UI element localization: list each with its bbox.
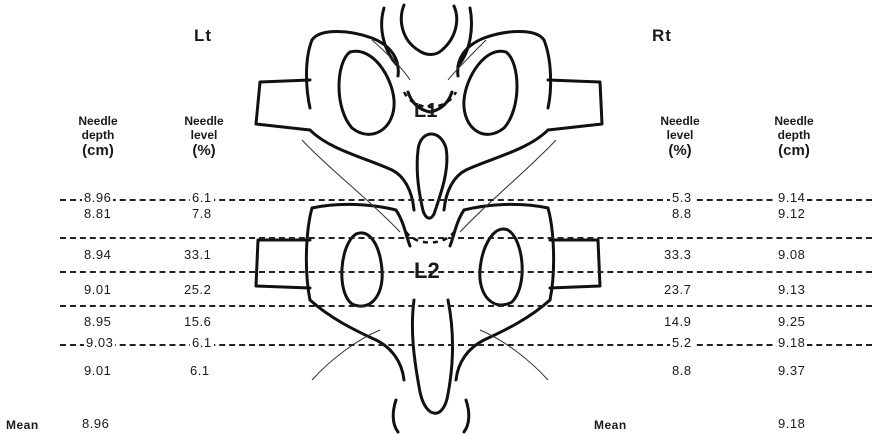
right-level-value: 5.3	[670, 190, 694, 205]
separator-line	[60, 237, 872, 239]
right-depth-value: 9.37	[778, 363, 805, 378]
right-depth-value: 9.08	[778, 247, 805, 262]
right-level-value: 8.8	[672, 206, 692, 221]
separator-line	[60, 344, 872, 346]
right-depth-value: 9.12	[778, 206, 805, 221]
left-level-value: 6.1	[190, 363, 210, 378]
right-level-column-header: Needle level (%)	[652, 114, 708, 160]
left-depth-column-header: Needle depth (cm)	[70, 114, 126, 160]
left-depth-value: 8.94	[84, 247, 111, 262]
right-level-value: 23.7	[664, 282, 691, 297]
left-depth-value: 9.01	[84, 363, 111, 378]
left-level-value: 15.6	[184, 314, 211, 329]
right-depth-value: 9.13	[778, 282, 805, 297]
right-depth-column-header: Needle depth (cm)	[764, 114, 824, 160]
right-level-value: 33.3	[664, 247, 691, 262]
right-side-header: Rt	[652, 26, 672, 46]
right-depth-value: 9.18	[776, 335, 807, 350]
left-level-value: 25.2	[184, 282, 211, 297]
left-level-value: 33.1	[184, 247, 211, 262]
separator-line	[60, 305, 872, 307]
left-mean-label: Mean	[6, 418, 39, 432]
left-depth-value: 9.03	[84, 335, 115, 350]
right-mean-value: 9.18	[778, 416, 805, 431]
left-level-value: 6.1	[190, 335, 214, 350]
l1-label: L1	[414, 100, 437, 123]
right-level-value: 14.9	[664, 314, 691, 329]
separator-line	[60, 271, 872, 273]
right-depth-value: 9.25	[778, 314, 805, 329]
left-depth-value: 8.81	[84, 206, 111, 221]
left-depth-value: 8.95	[84, 314, 111, 329]
left-level-value: 7.8	[192, 206, 212, 221]
left-mean-value: 8.96	[82, 416, 109, 431]
left-level-column-header: Needle level (%)	[176, 114, 232, 160]
separator-line	[60, 199, 872, 201]
right-level-value: 5.2	[670, 335, 694, 350]
left-level-value: 6.1	[190, 190, 214, 205]
left-depth-value: 9.01	[84, 282, 111, 297]
right-depth-value: 9.14	[776, 190, 807, 205]
left-side-header: Lt	[194, 26, 212, 46]
left-depth-value: 8.96	[82, 190, 113, 205]
right-level-value: 8.8	[672, 363, 692, 378]
right-mean-label: Mean	[594, 418, 627, 432]
